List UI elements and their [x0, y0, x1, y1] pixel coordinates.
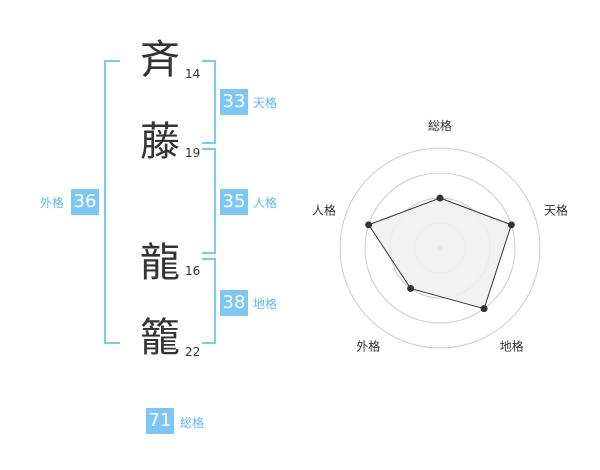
gaikaku-bracket	[104, 60, 120, 344]
gaikaku-value-badge: 36	[71, 189, 99, 215]
name-char-2-strokes: 19	[185, 146, 201, 160]
radar-point-3	[407, 284, 415, 292]
radar-data-points	[365, 194, 515, 313]
jinkaku-label: 人格	[253, 196, 278, 210]
tenkaku-bracket	[202, 60, 216, 144]
tenkaku-value-badge: 33	[220, 89, 248, 115]
radar-axis-label-3: 外格	[356, 339, 380, 354]
radar-axis-label-0: 総格	[428, 118, 452, 133]
radar-axis-label-1: 天格	[544, 202, 568, 217]
jinkaku-bracket	[202, 148, 216, 254]
chikaku-value-badge: 38	[220, 290, 248, 316]
radar-ring-4	[339, 147, 541, 349]
name-char-1: 斉	[140, 37, 180, 83]
radar-point-4	[365, 221, 373, 229]
radar-point-0	[436, 194, 444, 202]
tenkaku-label: 天格	[253, 96, 278, 110]
soukaku-label: 総格	[180, 416, 205, 430]
radar-axis-label-2: 地格	[500, 339, 524, 354]
name-char-3-strokes: 16	[185, 264, 201, 278]
jinkaku-value-badge: 35	[220, 189, 248, 215]
name-char-1-strokes: 14	[185, 67, 201, 81]
name-char-2: 藤	[140, 119, 180, 165]
radar-point-2	[480, 305, 488, 313]
chikaku-label: 地格	[253, 297, 278, 311]
name-char-4: 籠	[140, 315, 180, 361]
name-char-4-strokes: 22	[185, 345, 201, 359]
soukaku-value-badge: 71	[146, 408, 174, 434]
radar-point-1	[507, 221, 515, 229]
chikaku-bracket	[202, 258, 216, 344]
radar-ring-3	[364, 172, 516, 324]
gaikaku-label: 外格	[40, 196, 65, 210]
radar-data-polygon	[367, 197, 512, 310]
name-char-3: 龍	[140, 240, 180, 286]
radar-axis-label-4: 人格	[312, 202, 336, 217]
